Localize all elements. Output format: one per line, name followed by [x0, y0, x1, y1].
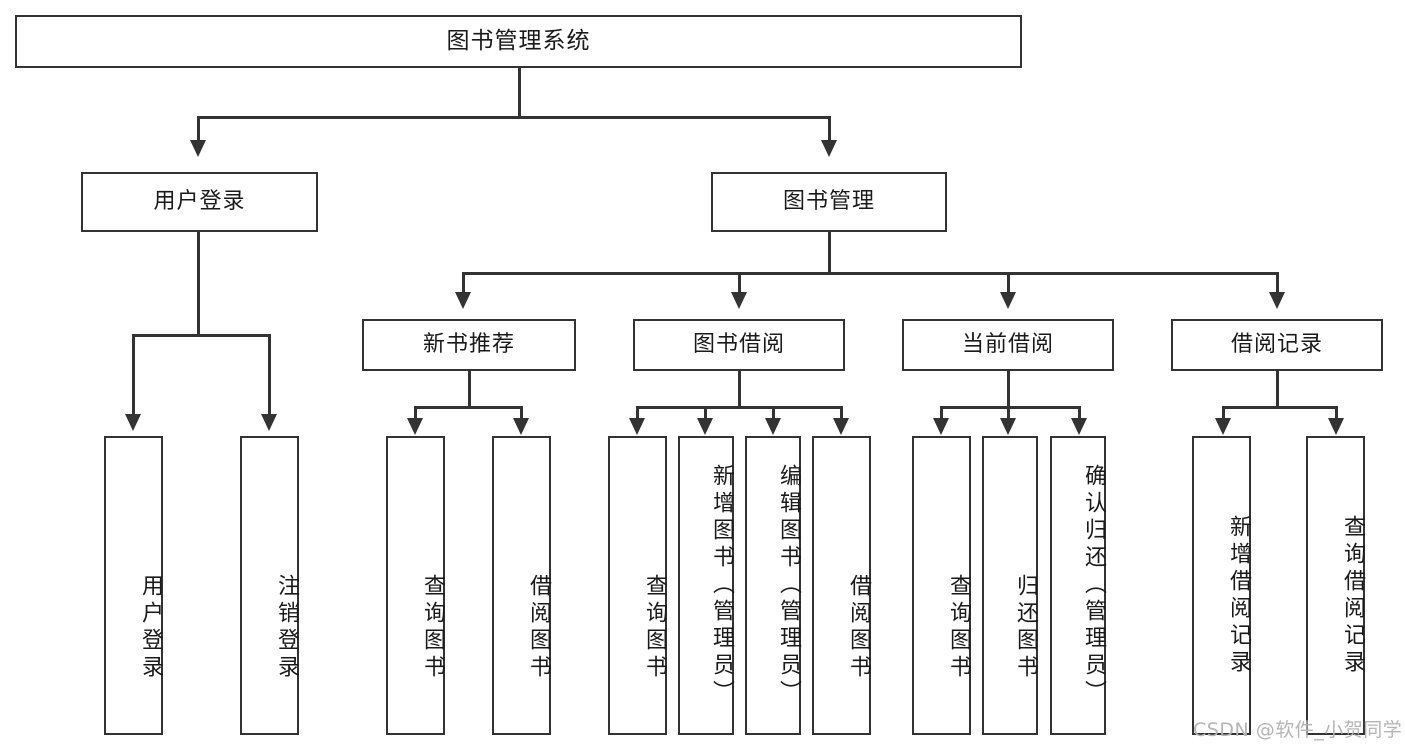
- arrow-book-manage-to-current: [1000, 292, 1016, 309]
- connector-recommend-to-leaf2: [520, 406, 523, 420]
- arrow-current-to-leaf2: [1000, 418, 1016, 435]
- connector-recommend-stem: [468, 371, 471, 408]
- node-book-manage[interactable]: 图书管理: [711, 172, 947, 232]
- node-leaf-borrow-book-2-label: 借阅图书: [846, 573, 871, 682]
- node-leaf-add-record[interactable]: 新增借阅记录: [1192, 436, 1251, 735]
- node-new-book-recommend[interactable]: 新书推荐: [362, 319, 576, 371]
- node-book-manage-label: 图书管理: [782, 188, 875, 214]
- connector-book-manage-bar: [462, 272, 1278, 275]
- arrow-book-manage-to-record: [1269, 292, 1285, 309]
- connector-recommend-bar: [414, 406, 522, 409]
- node-leaf-query-record-label: 查询借阅记录: [1340, 514, 1365, 677]
- connector-user-login-to-leaf2: [268, 334, 271, 416]
- connector-root-bar: [197, 116, 830, 119]
- connector-book-manage-to-recommend: [462, 272, 465, 294]
- node-user-login-label: 用户登录: [153, 188, 246, 214]
- node-leaf-user-login-label: 用户登录: [138, 573, 163, 682]
- node-leaf-add-book[interactable]: 新增图书（管理员）: [678, 436, 734, 735]
- node-borrow-record[interactable]: 借阅记录: [1171, 319, 1383, 371]
- arrow-borrow-to-leaf4: [833, 418, 849, 435]
- arrow-root-to-user-login: [190, 140, 206, 157]
- connector-borrow-to-leaf1: [636, 406, 639, 420]
- arrow-current-to-leaf3: [1071, 418, 1087, 435]
- arrow-recommend-to-leaf2: [513, 418, 529, 435]
- connector-book-manage-stem: [828, 232, 831, 274]
- node-leaf-query-book-3-label: 查询图书: [946, 573, 971, 682]
- node-leaf-confirm-return[interactable]: 确认归还（管理员）: [1050, 436, 1106, 735]
- connector-borrow-bar: [636, 406, 842, 409]
- node-leaf-edit-book-label: 编辑图书（管理员）: [776, 464, 801, 707]
- node-leaf-logout-login-label: 注销登录: [274, 573, 299, 682]
- arrow-user-login-to-leaf1: [125, 414, 141, 431]
- node-leaf-add-record-label: 新增借阅记录: [1226, 514, 1251, 677]
- arrow-recommend-to-leaf1: [407, 418, 423, 435]
- connector-borrow-to-leaf4: [840, 406, 843, 420]
- node-leaf-query-book-2-label: 查询图书: [642, 573, 667, 682]
- node-user-login[interactable]: 用户登录: [81, 172, 318, 232]
- node-current-borrow-label: 当前借阅: [961, 331, 1054, 357]
- connector-user-login-bar: [132, 334, 270, 337]
- arrow-borrow-to-leaf1: [629, 418, 645, 435]
- arrow-current-to-leaf1: [933, 418, 949, 435]
- node-leaf-query-book-1-label: 查询图书: [420, 573, 445, 682]
- node-new-book-recommend-label: 新书推荐: [422, 331, 515, 357]
- node-leaf-query-record[interactable]: 查询借阅记录: [1306, 436, 1365, 735]
- arrow-borrow-to-leaf2: [697, 418, 713, 435]
- connector-user-login-to-leaf1: [132, 334, 135, 416]
- node-book-borrow-label: 图书借阅: [692, 331, 785, 357]
- node-leaf-confirm-return-label: 确认归还（管理员）: [1081, 464, 1106, 707]
- connector-book-manage-to-record: [1276, 272, 1279, 294]
- node-root-label: 图书管理系统: [446, 27, 591, 54]
- node-current-borrow[interactable]: 当前借阅: [902, 319, 1114, 371]
- connector-current-to-leaf1: [940, 406, 943, 420]
- connector-book-manage-to-borrow: [738, 272, 741, 294]
- arrow-user-login-to-leaf2: [261, 414, 277, 431]
- connector-root-to-user-login: [197, 116, 200, 142]
- arrow-borrow-to-leaf3: [765, 418, 781, 435]
- connector-current-stem: [1007, 371, 1010, 408]
- node-leaf-borrow-book-1-label: 借阅图书: [526, 573, 551, 682]
- connector-borrow-stem: [738, 371, 741, 408]
- connector-current-bar: [940, 406, 1080, 409]
- node-leaf-return-book[interactable]: 归还图书: [982, 436, 1038, 735]
- csdn-watermark: CSDN @软件_小贺同学: [1193, 719, 1403, 741]
- connector-current-to-leaf2: [1007, 406, 1010, 420]
- connector-root-stem: [518, 67, 521, 118]
- connector-root-to-book-manage: [828, 116, 831, 142]
- node-root[interactable]: 图书管理系统: [15, 15, 1022, 68]
- node-leaf-add-book-label: 新增图书（管理员）: [709, 464, 734, 707]
- node-book-borrow[interactable]: 图书借阅: [633, 319, 845, 371]
- arrow-book-manage-to-borrow: [731, 292, 747, 309]
- connector-borrow-to-leaf2: [704, 406, 707, 420]
- node-leaf-return-book-label: 归还图书: [1013, 573, 1038, 682]
- node-leaf-logout-login[interactable]: 注销登录: [240, 436, 299, 735]
- connector-current-to-leaf3: [1078, 406, 1081, 420]
- connector-borrow-to-leaf3: [772, 406, 775, 420]
- connector-user-login-stem: [197, 232, 200, 336]
- arrow-book-manage-to-recommend: [455, 292, 471, 309]
- arrow-root-to-book-manage: [821, 140, 837, 157]
- arrow-record-to-leaf1: [1215, 418, 1231, 435]
- connector-record-stem: [1276, 371, 1279, 408]
- connector-recommend-to-leaf1: [414, 406, 417, 420]
- node-leaf-edit-book[interactable]: 编辑图书（管理员）: [745, 436, 801, 735]
- connector-record-to-leaf2: [1335, 406, 1338, 420]
- connector-book-manage-to-current: [1007, 272, 1010, 294]
- node-leaf-query-book-2[interactable]: 查询图书: [608, 436, 667, 735]
- node-leaf-user-login[interactable]: 用户登录: [104, 436, 163, 735]
- connector-record-bar: [1222, 406, 1337, 409]
- node-leaf-query-book-1[interactable]: 查询图书: [386, 436, 445, 735]
- node-leaf-query-book-3[interactable]: 查询图书: [912, 436, 971, 735]
- node-leaf-borrow-book-2[interactable]: 借阅图书: [812, 436, 871, 735]
- connector-record-to-leaf1: [1222, 406, 1225, 420]
- arrow-record-to-leaf2: [1328, 418, 1344, 435]
- node-borrow-record-label: 借阅记录: [1230, 331, 1323, 357]
- node-leaf-borrow-book-1[interactable]: 借阅图书: [492, 436, 551, 735]
